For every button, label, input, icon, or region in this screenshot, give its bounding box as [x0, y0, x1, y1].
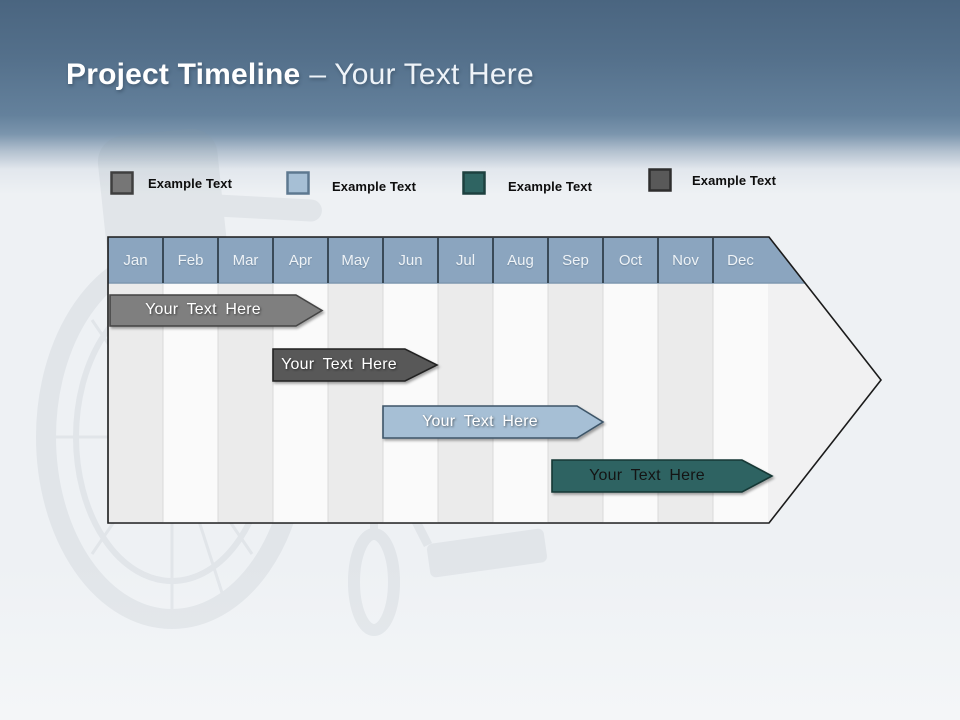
month-cell-aug[interactable]: Aug	[507, 251, 534, 269]
task-bar-1-label: Your Text Here	[145, 301, 261, 318]
month-cell-apr[interactable]: Apr	[288, 251, 313, 269]
legend-item-2[interactable]: Example Text	[286, 171, 416, 197]
month-header-separators	[162, 238, 714, 283]
legend-label: Example Text	[148, 176, 233, 191]
legend-swatch-darkgray	[648, 168, 672, 192]
legend-label: Example Text	[692, 173, 777, 188]
month-cell-jul[interactable]: Jul	[455, 251, 476, 269]
task-bar-4[interactable]	[551, 459, 774, 493]
month-cell-feb[interactable]: Feb	[177, 251, 204, 269]
month-cell-jan[interactable]: Jan	[123, 251, 148, 269]
legend-label: Example Text	[332, 179, 417, 194]
legend-item-1[interactable]: Example Text	[110, 171, 232, 195]
month-cell-mar[interactable]: Mar	[232, 251, 259, 269]
legend-swatch-lightblue	[286, 171, 310, 195]
page-title[interactable]: Project Timeline– Your Text Here	[66, 58, 534, 92]
legend-label: Example Text	[508, 179, 593, 194]
task-bar-2[interactable]	[272, 348, 439, 382]
month-cell-sep[interactable]: Sep	[562, 251, 589, 269]
title-secondary: – Your Text Here	[309, 58, 534, 91]
task-bar-1[interactable]	[109, 294, 324, 327]
task-bar-4-label: Your Text Here	[589, 467, 705, 484]
month-cell-oct[interactable]: Oct	[618, 251, 643, 269]
timeline-reflection	[107, 522, 883, 720]
legend-item-4[interactable]: Example Text	[648, 168, 776, 192]
month-header-band	[108, 237, 805, 283]
task-bar-2-label: Your Text Here	[281, 356, 397, 373]
task-bar-3-label: Your Text Here	[422, 413, 538, 430]
legend-swatch-gray	[110, 171, 134, 195]
title-primary: Project Timeline	[66, 58, 301, 91]
month-cell-jun[interactable]: Jun	[398, 251, 423, 269]
legend-swatch-teal	[462, 171, 486, 195]
legend-item-3[interactable]: Example Text	[462, 171, 592, 197]
month-cell-dec[interactable]: Dec	[727, 251, 754, 269]
month-cell-nov[interactable]: Nov	[672, 251, 699, 269]
month-cell-may[interactable]: May	[341, 251, 370, 269]
task-bar-3[interactable]	[382, 405, 605, 439]
